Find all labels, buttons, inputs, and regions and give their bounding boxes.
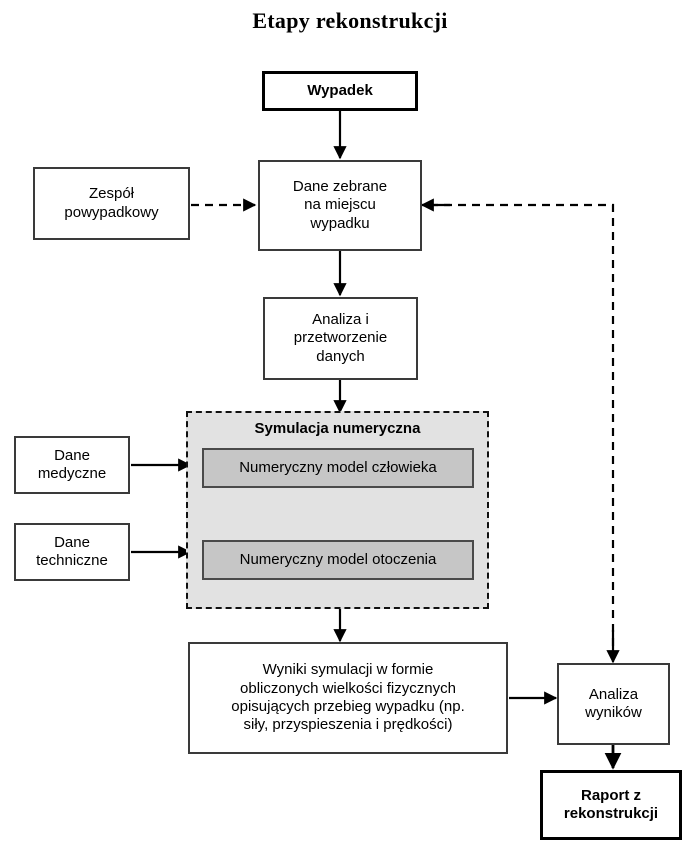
node-zespol-powypadkowy-label: Zespół powypadkowy <box>64 185 159 221</box>
group-symulacja-numeryczna-title: Symulacja numeryczna <box>254 420 421 437</box>
node-analiza-danych-label: Analiza i przetworzenie danych <box>293 311 388 365</box>
node-wyniki-symulacji[interactable]: Wyniki symulacji w formie obliczonych wi… <box>188 642 508 754</box>
node-model-czlowieka-label: Numeryczny model człowieka <box>239 458 437 476</box>
page-title: Etapy rekonstrukcji <box>252 8 448 33</box>
node-analiza-danych[interactable]: Analiza i przetworzenie danych <box>263 297 418 380</box>
node-zespol-powypadkowy[interactable]: Zespół powypadkowy <box>33 167 190 240</box>
node-wyniki-symulacji-label: Wyniki symulacji w formie obliczonych wi… <box>231 661 465 734</box>
node-model-otoczenia[interactable]: Numeryczny model otoczenia <box>202 540 474 580</box>
node-dane-techniczne-label: Dane techniczne <box>36 533 108 569</box>
node-dane-zebrane[interactable]: Dane zebrane na miejscu wypadku <box>258 160 422 251</box>
node-dane-medyczne[interactable]: Dane medyczne <box>14 436 130 494</box>
node-model-otoczenia-label: Numeryczny model otoczenia <box>239 550 437 568</box>
node-wypadek-label: Wypadek <box>307 81 373 99</box>
node-model-czlowieka[interactable]: Numeryczny model człowieka <box>202 448 474 488</box>
node-wypadek[interactable]: Wypadek <box>262 71 418 111</box>
node-raport-label: Raport z rekonstrukcji <box>563 786 659 822</box>
node-dane-medyczne-label: Dane medyczne <box>37 446 107 482</box>
node-dane-techniczne[interactable]: Dane techniczne <box>14 523 130 581</box>
node-analiza-wynikow[interactable]: Analiza wyników <box>557 663 670 745</box>
node-analiza-wynikow-label: Analiza wyników <box>585 685 642 721</box>
node-raport[interactable]: Raport z rekonstrukcji <box>540 770 682 840</box>
node-dane-zebrane-label: Dane zebrane na miejscu wypadku <box>292 178 388 232</box>
